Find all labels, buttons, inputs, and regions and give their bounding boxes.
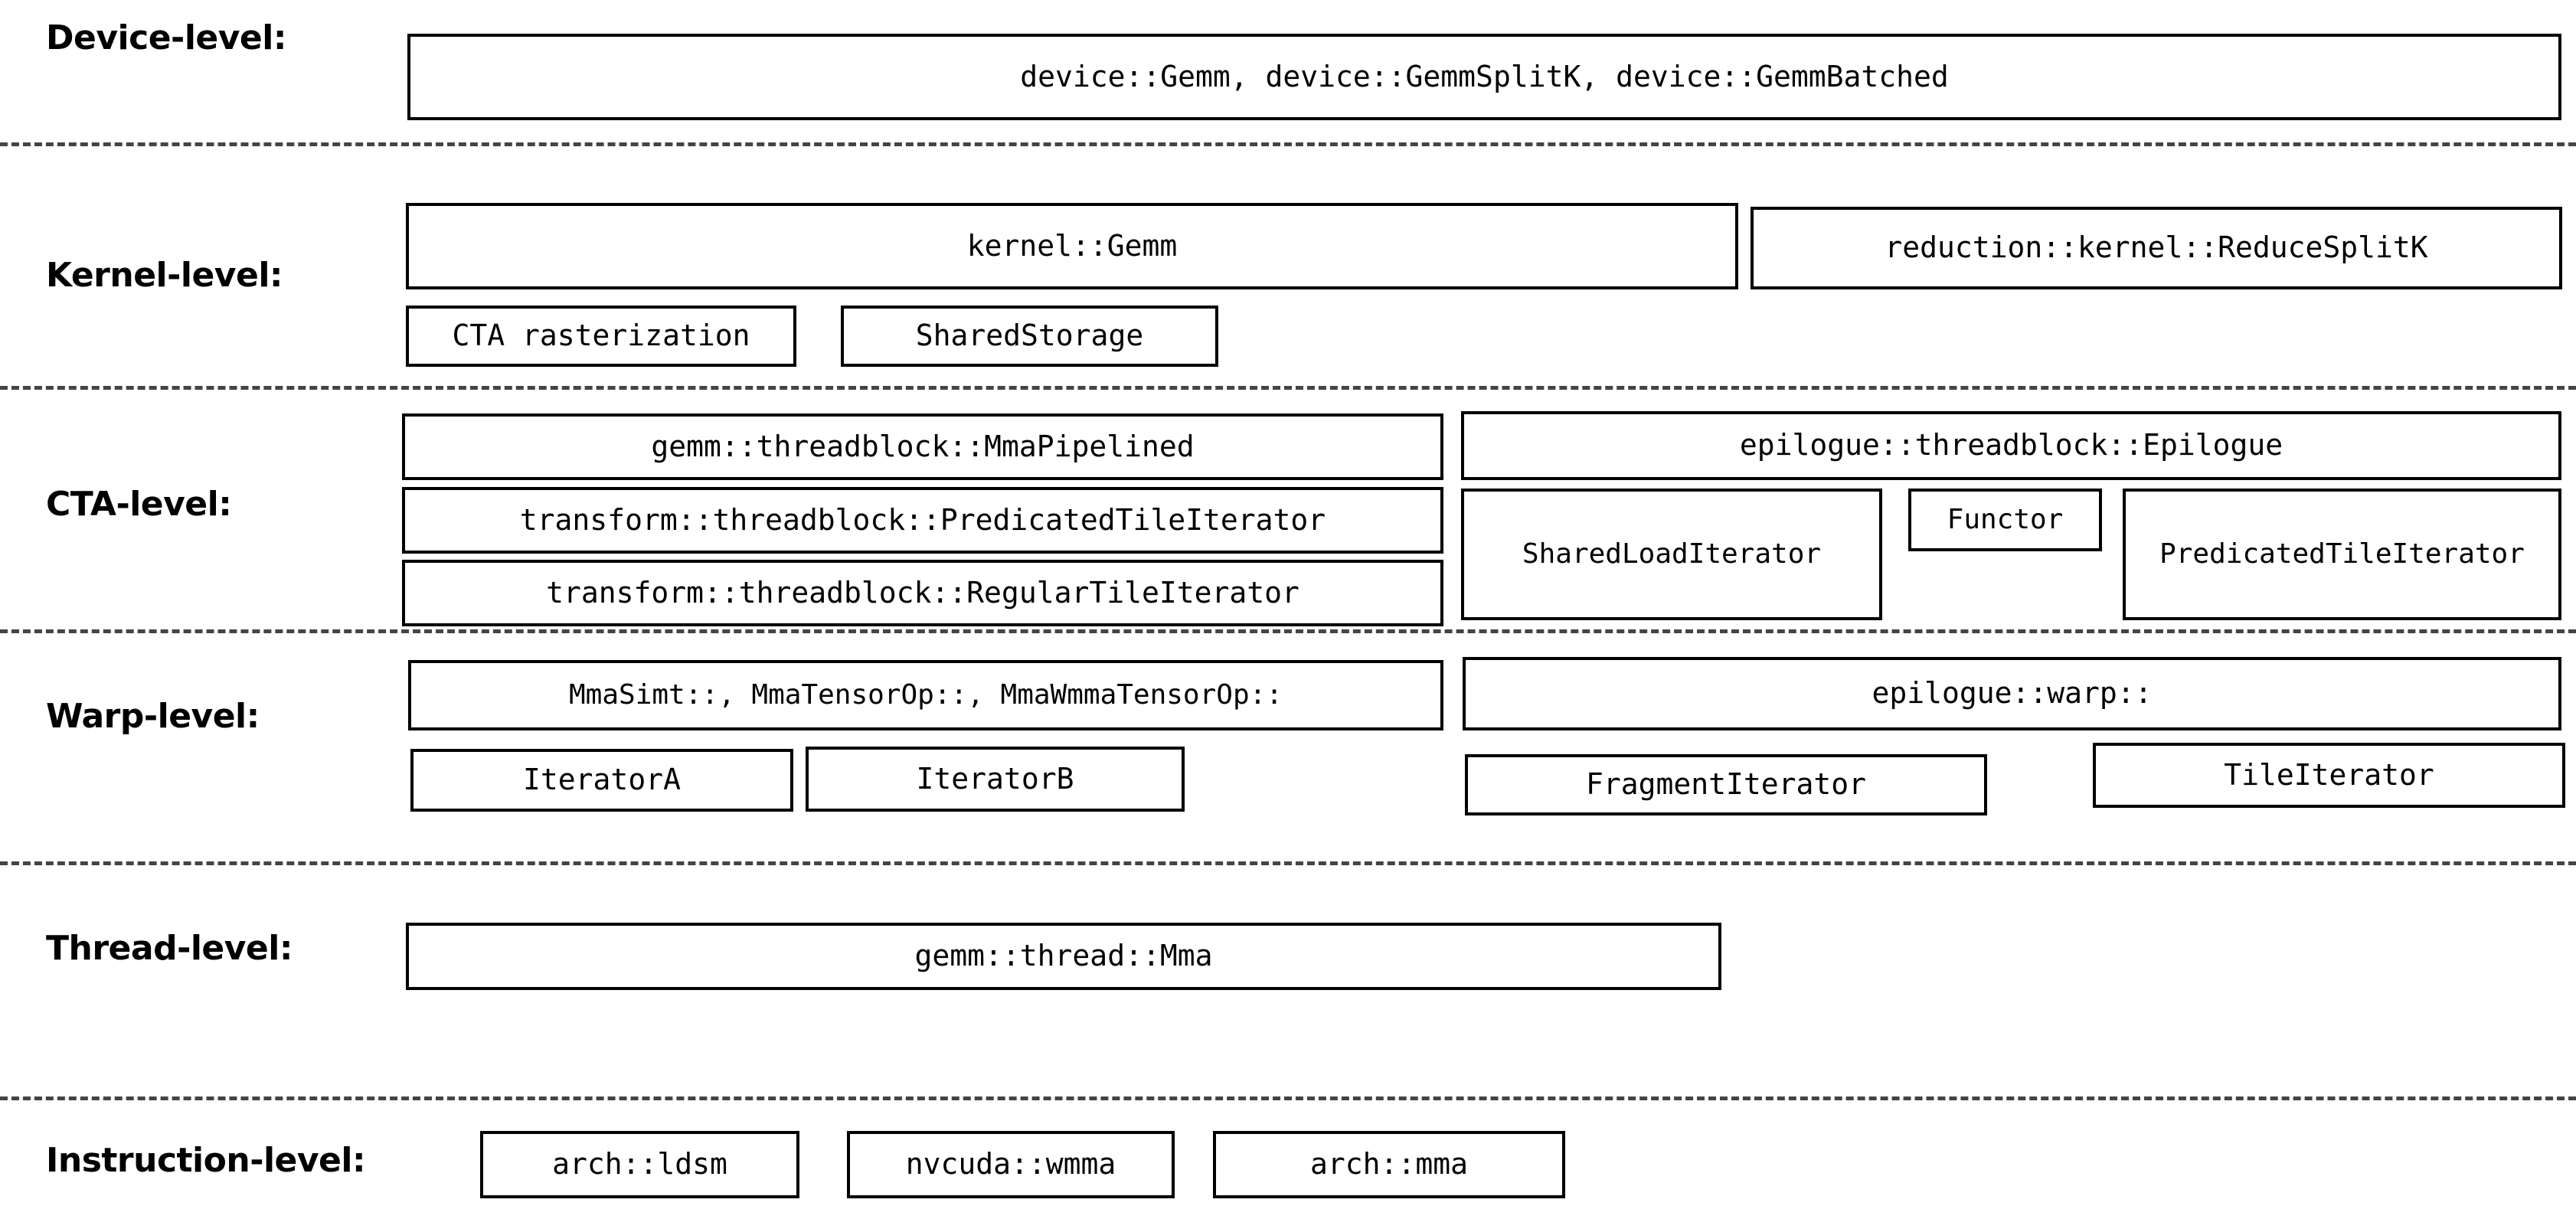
separator-device-kernel: [0, 142, 2576, 146]
separator-thread-instruction: [0, 1096, 2576, 1100]
epilogue-warp-box[interactable]: epilogue::warp::: [1463, 657, 2561, 730]
level-label-kernel: Kernel-level:: [46, 256, 283, 295]
reduction-reducesplitk-box[interactable]: reduction::kernel::ReduceSplitK: [1751, 207, 2562, 289]
functor-box[interactable]: Functor: [1908, 489, 2102, 551]
level-label-thread: Thread-level:: [46, 929, 293, 968]
kernel-gemm-box[interactable]: kernel::Gemm: [406, 203, 1738, 289]
arch-mma-box[interactable]: arch::mma: [1213, 1131, 1565, 1198]
arch-ldsm-box[interactable]: arch::ldsm: [480, 1131, 799, 1198]
nvcuda-wmma-box[interactable]: nvcuda::wmma: [847, 1131, 1175, 1198]
separator-kernel-cta: [0, 386, 2576, 390]
iterator-b-box[interactable]: IteratorB: [806, 747, 1185, 812]
level-label-cta: CTA-level:: [46, 485, 232, 524]
epilogue-threadblock-epilogue-box[interactable]: epilogue::threadblock::Epilogue: [1461, 411, 2561, 480]
level-label-device: Device-level:: [46, 18, 286, 57]
level-label-warp: Warp-level:: [46, 697, 260, 736]
fragment-iterator-box[interactable]: FragmentIterator: [1465, 754, 1987, 815]
cta-rasterization-box[interactable]: CTA rasterization: [406, 306, 796, 367]
device-gemm-box[interactable]: device::Gemm, device::GemmSplitK, device…: [407, 34, 2561, 120]
separator-cta-warp: [0, 629, 2576, 633]
predicated-tile-iterator-box[interactable]: PredicatedTileIterator: [2123, 489, 2561, 620]
shared-load-iterator-box[interactable]: SharedLoadIterator: [1461, 489, 1882, 620]
mma-warp-ops-box[interactable]: MmaSimt::, MmaTensorOp::, MmaWmmaTensorO…: [408, 660, 1443, 730]
iterator-a-box[interactable]: IteratorA: [410, 749, 793, 812]
gemm-threadblock-mmapipelined-box[interactable]: gemm::threadblock::MmaPipelined: [402, 413, 1443, 480]
separator-warp-thread: [0, 861, 2576, 865]
transform-threadblock-regulartileiterator-box[interactable]: transform::threadblock::RegularTileItera…: [402, 560, 1443, 626]
tile-iterator-box[interactable]: TileIterator: [2093, 743, 2565, 808]
level-label-instruction: Instruction-level:: [46, 1141, 366, 1180]
shared-storage-box[interactable]: SharedStorage: [841, 306, 1218, 367]
gemm-thread-mma-box[interactable]: gemm::thread::Mma: [406, 923, 1721, 990]
transform-threadblock-predicatedtileiterator-box[interactable]: transform::threadblock::PredicatedTileIt…: [402, 487, 1443, 554]
